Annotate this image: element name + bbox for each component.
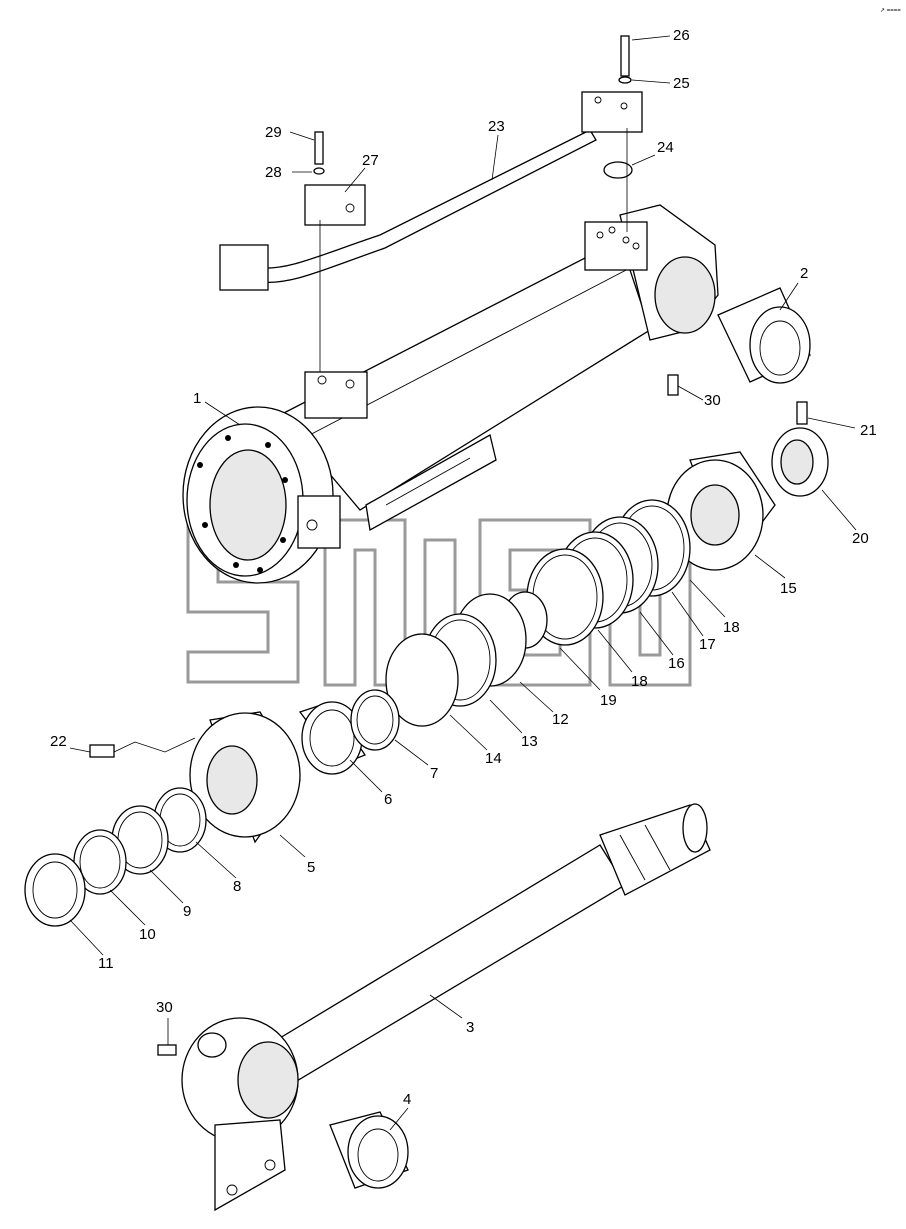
cylinder-barrel	[182, 204, 719, 584]
piston-nut	[771, 401, 829, 497]
callout-4: 4	[403, 1091, 411, 1108]
callout-14: 14	[485, 750, 502, 767]
callout-21: 21	[860, 422, 877, 439]
callout-20: 20	[852, 530, 869, 547]
callout-9: 9	[183, 903, 191, 920]
callout-7: 7	[430, 765, 438, 782]
callout-17: 17	[699, 636, 716, 653]
callout-12: 12	[552, 711, 569, 728]
callout-30-b: 30	[156, 999, 173, 1016]
callout-5: 5	[307, 859, 315, 876]
callout-6: 6	[384, 791, 392, 808]
callout-24: 24	[657, 139, 674, 156]
callout-26: 26	[673, 27, 690, 44]
callout-8: 8	[233, 878, 241, 895]
bushing-bottom	[329, 1111, 409, 1189]
callout-28: 28	[265, 164, 282, 181]
pipe-assembly	[219, 35, 643, 372]
callout-30-a: 30	[704, 392, 721, 409]
callout-1: 1	[193, 390, 201, 407]
callout-18-b: 18	[631, 673, 648, 690]
piston	[666, 451, 776, 571]
callout-15: 15	[780, 580, 797, 597]
gland-assembly	[24, 689, 400, 927]
callout-23: 23	[488, 118, 505, 135]
callout-leaders	[69, 35, 857, 1131]
callout-18-a: 18	[723, 619, 740, 636]
callout-13: 13	[521, 733, 538, 750]
corner-mark: ↗ ====	[880, 8, 901, 14]
callout-10: 10	[139, 926, 156, 943]
callout-29: 29	[265, 124, 282, 141]
callout-25: 25	[673, 75, 690, 92]
piston-rod	[181, 803, 711, 1212]
callout-3: 3	[466, 1019, 474, 1036]
callout-labels: 1 2 3 4 5 6 7 8 9 10 11 12 13 14 15 16 1…	[50, 27, 877, 1108]
bushing-top	[717, 287, 811, 384]
callout-22: 22	[50, 733, 67, 750]
callout-27: 27	[362, 152, 379, 169]
callout-2: 2	[800, 265, 808, 282]
callout-11: 11	[98, 955, 114, 972]
callout-16: 16	[668, 655, 685, 672]
grease-fittings	[157, 374, 679, 1056]
seal-rings	[385, 499, 691, 727]
callout-19: 19	[600, 692, 617, 709]
